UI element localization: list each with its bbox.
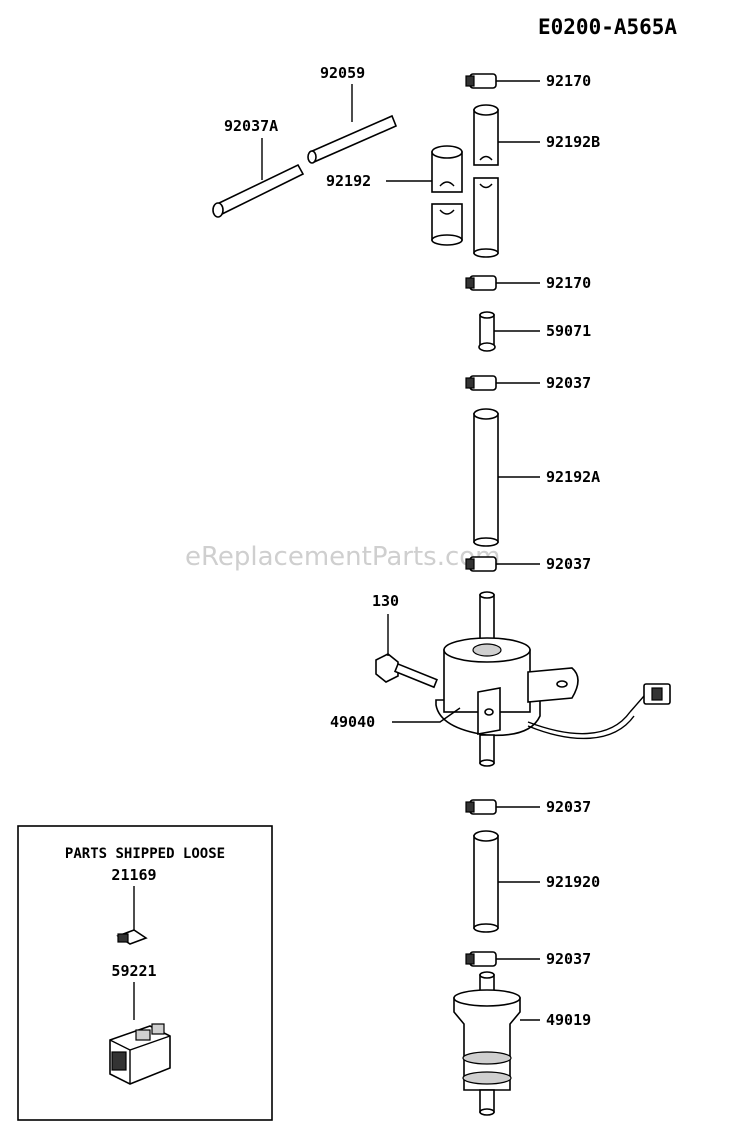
hose-92192B bbox=[473, 104, 499, 258]
leader-lines bbox=[261, 80, 540, 1021]
label-21169: 21169 bbox=[111, 866, 156, 884]
pipe-92059 bbox=[307, 114, 398, 164]
parts-shipped-loose-box: PARTS SHIPPED LOOSE 21169 59221 bbox=[17, 825, 273, 1121]
bolt-130 bbox=[375, 653, 438, 689]
clamp-92037-c bbox=[465, 799, 497, 815]
fuel-pump-49040 bbox=[435, 591, 671, 767]
label-59071: 59071 bbox=[546, 322, 591, 340]
label-92037-d: 92037 bbox=[546, 950, 591, 968]
label-59221: 59221 bbox=[111, 962, 156, 980]
pipe-92037A bbox=[212, 163, 305, 218]
label-92170-lower: 92170 bbox=[546, 274, 591, 292]
fitting-59071 bbox=[478, 311, 496, 352]
label-92192: 92192 bbox=[326, 172, 371, 190]
fuel-filter-49019 bbox=[453, 971, 521, 1116]
clamp-92170-top bbox=[465, 73, 497, 89]
label-92059: 92059 bbox=[320, 64, 365, 82]
label-92192B: 92192B bbox=[546, 133, 600, 151]
label-92037A: 92037A bbox=[224, 117, 278, 135]
label-49019: 49019 bbox=[546, 1011, 591, 1029]
label-921920: 921920 bbox=[546, 873, 600, 891]
label-92170-top: 92170 bbox=[546, 72, 591, 90]
clamp-92037-d bbox=[465, 951, 497, 967]
clamp-92170-lower bbox=[465, 275, 497, 291]
watermark: eReplacementParts.com bbox=[185, 542, 501, 572]
label-92037-a: 92037 bbox=[546, 374, 591, 392]
hose-92192-pieces bbox=[431, 145, 463, 246]
parts-box-title: PARTS SHIPPED LOOSE bbox=[65, 846, 225, 862]
hose-921920 bbox=[473, 830, 499, 933]
clamp-92037-b bbox=[465, 556, 497, 572]
label-92192A: 92192A bbox=[546, 468, 600, 486]
label-92037-c: 92037 bbox=[546, 798, 591, 816]
diagram-code: E0200-A565A bbox=[538, 15, 677, 39]
connector-59221 bbox=[109, 1023, 171, 1085]
label-92037-b: 92037 bbox=[546, 555, 591, 573]
clamp-92037-a bbox=[465, 375, 497, 391]
hose-92192A bbox=[473, 408, 499, 547]
label-130: 130 bbox=[372, 592, 399, 610]
label-49040: 49040 bbox=[330, 713, 375, 731]
terminal-21169 bbox=[116, 929, 148, 945]
